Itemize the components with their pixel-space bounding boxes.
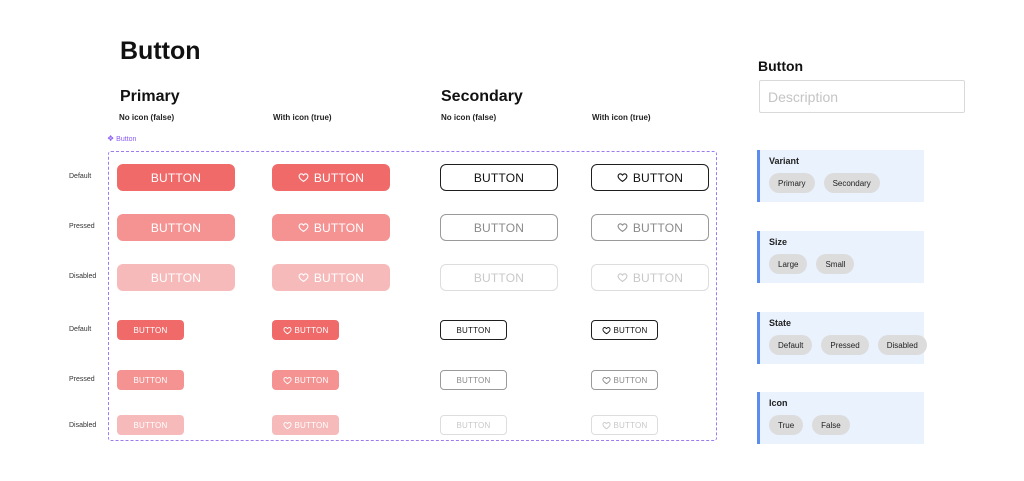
heart-icon [617, 222, 628, 233]
button-label: BUTTON [133, 325, 168, 335]
component-set-name: Button [116, 136, 137, 143]
row-label-large-pressed: Pressed [69, 223, 95, 230]
button-label: BUTTON [150, 270, 202, 285]
heart-icon [282, 421, 292, 430]
row-label-large-default: Default [69, 173, 92, 180]
property-name: Size [769, 237, 788, 247]
heart-icon [282, 326, 292, 335]
property-state: State Default Pressed Disabled [757, 312, 927, 364]
heart-icon [298, 222, 309, 233]
button-primary-large-pressed-icon[interactable]: BUTTON [272, 214, 390, 241]
button-secondary-small-default[interactable]: BUTTON [440, 320, 507, 340]
button-secondary-small-pressed-icon[interactable]: BUTTON [591, 370, 658, 390]
button-label: BUTTON [313, 270, 365, 285]
button-primary-large-disabled[interactable]: BUTTON [117, 264, 235, 291]
button-label: BUTTON [613, 325, 648, 335]
component-icon: ❖ [107, 134, 115, 143]
component-set-frame[interactable] [108, 151, 717, 441]
button-primary-small-disabled[interactable]: BUTTON [117, 415, 184, 435]
button-secondary-large-default[interactable]: BUTTON [440, 164, 558, 191]
heart-icon [298, 172, 309, 183]
column-label-secondary-no-icon: No icon (false) [441, 113, 497, 122]
button-label: BUTTON [133, 375, 168, 385]
button-primary-large-disabled-icon[interactable]: BUTTON [272, 264, 390, 291]
option-chip[interactable]: Secondary [823, 173, 880, 193]
button-label: BUTTON [473, 220, 525, 235]
row-label-small-disabled: Disabled [69, 422, 97, 429]
heart-icon [601, 376, 611, 385]
button-primary-large-pressed[interactable]: BUTTON [117, 214, 235, 241]
button-primary-small-pressed[interactable]: BUTTON [117, 370, 184, 390]
button-label: BUTTON [313, 170, 365, 185]
option-chip[interactable]: Large [769, 254, 808, 274]
button-secondary-small-disabled[interactable]: BUTTON [440, 415, 507, 435]
component-set-label[interactable]: ❖Button [107, 134, 136, 144]
button-secondary-small-disabled-icon[interactable]: BUTTON [591, 415, 658, 435]
row-label-large-disabled: Disabled [69, 273, 97, 280]
option-chip[interactable]: True [769, 415, 804, 435]
button-label: BUTTON [456, 375, 491, 385]
button-label: BUTTON [613, 420, 648, 430]
button-label: BUTTON [456, 420, 491, 430]
description-input[interactable] [759, 80, 965, 113]
heart-icon [617, 172, 628, 183]
row-label-small-default: Default [69, 326, 92, 333]
heart-icon [298, 272, 309, 283]
button-label: BUTTON [613, 375, 648, 385]
button-primary-large-default[interactable]: BUTTON [117, 164, 235, 191]
option-chip[interactable]: Small [816, 254, 855, 274]
option-chip[interactable]: Primary [769, 173, 815, 193]
button-label: BUTTON [456, 325, 491, 335]
button-label: BUTTON [294, 420, 329, 430]
heart-icon [601, 421, 611, 430]
heart-icon [601, 326, 611, 335]
property-name: State [769, 318, 792, 328]
column-label-primary-no-icon: No icon (false) [119, 113, 175, 122]
panel-title: Button [758, 58, 804, 74]
button-secondary-small-pressed[interactable]: BUTTON [440, 370, 507, 390]
option-chip[interactable]: Pressed [821, 335, 869, 355]
button-label: BUTTON [473, 270, 525, 285]
property-name: Variant [769, 156, 800, 166]
column-label-primary-with-icon: With icon (true) [273, 113, 332, 122]
button-label: BUTTON [313, 220, 365, 235]
button-primary-small-default[interactable]: BUTTON [117, 320, 184, 340]
button-label: BUTTON [632, 270, 684, 285]
button-secondary-large-pressed-icon[interactable]: BUTTON [591, 214, 709, 241]
row-label-small-pressed: Pressed [69, 376, 95, 383]
heart-icon [282, 376, 292, 385]
button-primary-small-default-icon[interactable]: BUTTON [272, 320, 339, 340]
button-primary-small-disabled-icon[interactable]: BUTTON [272, 415, 339, 435]
button-primary-small-pressed-icon[interactable]: BUTTON [272, 370, 339, 390]
button-secondary-large-default-icon[interactable]: BUTTON [591, 164, 709, 191]
button-label: BUTTON [133, 420, 168, 430]
heart-icon [617, 272, 628, 283]
button-secondary-large-disabled-icon[interactable]: BUTTON [591, 264, 709, 291]
button-secondary-large-pressed[interactable]: BUTTON [440, 214, 558, 241]
option-chip[interactable]: False [812, 415, 850, 435]
page-title: Button [120, 37, 201, 65]
button-secondary-small-default-icon[interactable]: BUTTON [591, 320, 658, 340]
property-size: Size Large Small [757, 231, 924, 283]
button-label: BUTTON [150, 170, 202, 185]
button-label: BUTTON [294, 325, 329, 335]
option-chip[interactable]: Default [769, 335, 813, 355]
primary-group-title: Primary [120, 88, 180, 105]
property-icon: Icon True False [757, 392, 924, 444]
button-primary-large-default-icon[interactable]: BUTTON [272, 164, 390, 191]
button-label: BUTTON [632, 220, 684, 235]
column-label-secondary-with-icon: With icon (true) [592, 113, 651, 122]
button-label: BUTTON [473, 170, 525, 185]
property-name: Icon [769, 398, 788, 408]
button-label: BUTTON [294, 375, 329, 385]
property-variant: Variant Primary Secondary [757, 150, 924, 202]
button-secondary-large-disabled[interactable]: BUTTON [440, 264, 558, 291]
button-label: BUTTON [632, 170, 684, 185]
button-label: BUTTON [150, 220, 202, 235]
secondary-group-title: Secondary [441, 88, 523, 105]
option-chip[interactable]: Disabled [877, 335, 927, 355]
